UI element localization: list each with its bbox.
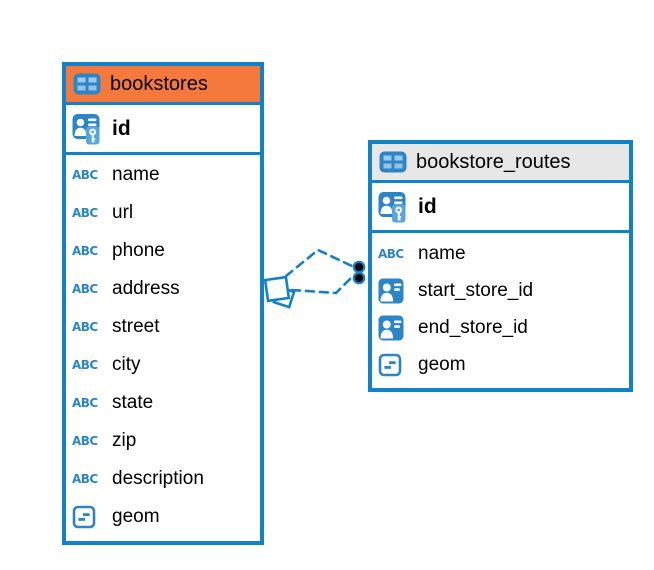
column-label: end_store_id (418, 316, 528, 338)
column-label: phone (112, 240, 165, 261)
column-label: start_store_id (418, 279, 534, 301)
column-row[interactable]: ABC phone (66, 232, 260, 270)
column-label: name (418, 242, 466, 264)
column-row[interactable]: ABC street (66, 308, 260, 346)
column-label: description (112, 468, 204, 489)
reference-type-icon (378, 315, 408, 341)
table-bookstores[interactable]: bookstores id (62, 62, 264, 545)
table-title: bookstores (110, 72, 208, 95)
text-type-icon: ABC (378, 246, 404, 261)
text-type-icon: ABC (72, 206, 98, 220)
column-label: geom (112, 506, 160, 527)
reference-type-icon (378, 278, 408, 304)
column-row[interactable]: ABC city (66, 346, 260, 384)
column-label: url (112, 202, 134, 223)
relationship-target-marker[interactable] (352, 260, 366, 285)
table-icon (379, 151, 407, 173)
primary-key-icon (378, 190, 408, 224)
column-row-pk[interactable]: id (372, 183, 629, 233)
column-label: state (112, 392, 154, 413)
pk-column-label: id (418, 194, 437, 218)
pk-column-label: id (112, 116, 131, 140)
text-type-icon: ABC (72, 396, 98, 410)
relationship-line-lower[interactable] (290, 276, 353, 295)
relationship-source-marker[interactable] (263, 275, 296, 309)
table-bookstores-columns: ABC name ABC url ABC phone ABC address A… (66, 155, 260, 536)
column-label: city (112, 354, 141, 375)
column-row[interactable]: end_store_id (372, 309, 629, 346)
column-row[interactable]: start_store_id (372, 272, 629, 309)
text-type-icon: ABC (72, 434, 98, 448)
column-row[interactable]: geom (372, 346, 629, 383)
text-type-icon: ABC (72, 320, 98, 334)
text-type-icon: ABC (72, 168, 98, 182)
column-row[interactable]: ABC name (66, 156, 260, 194)
relationship-lines (284, 248, 354, 295)
column-row[interactable]: ABC name (372, 235, 629, 272)
table-title: bookstore_routes (416, 150, 571, 173)
relationship-line-upper[interactable] (284, 248, 354, 278)
text-type-icon: ABC (72, 244, 98, 258)
column-row-pk[interactable]: id (66, 105, 260, 155)
column-row[interactable]: ABC description (66, 460, 260, 498)
column-row[interactable]: ABC url (66, 194, 260, 232)
primary-key-icon (72, 112, 102, 146)
text-type-icon: ABC (72, 472, 98, 486)
column-row[interactable]: ABC zip (66, 422, 260, 460)
text-type-icon: ABC (72, 358, 98, 372)
column-row[interactable]: ABC state (66, 384, 260, 422)
column-label: geom (418, 353, 466, 375)
geometry-type-icon (72, 505, 102, 529)
table-bookstores-header[interactable]: bookstores (66, 66, 260, 105)
table-bookstore-routes-header[interactable]: bookstore_routes (372, 144, 629, 183)
column-label: address (112, 278, 180, 299)
column-label: street (112, 316, 160, 337)
column-label: name (112, 164, 160, 185)
geometry-type-icon (378, 353, 408, 377)
column-row[interactable]: ABC address (66, 270, 260, 308)
table-bookstore-routes[interactable]: bookstore_routes id (368, 140, 633, 392)
column-row[interactable]: geom (66, 498, 260, 536)
table-bookstore-routes-columns: ABC name start_store_id (372, 233, 629, 383)
table-icon (73, 73, 101, 95)
column-label: zip (112, 430, 137, 451)
text-type-icon: ABC (72, 282, 98, 296)
